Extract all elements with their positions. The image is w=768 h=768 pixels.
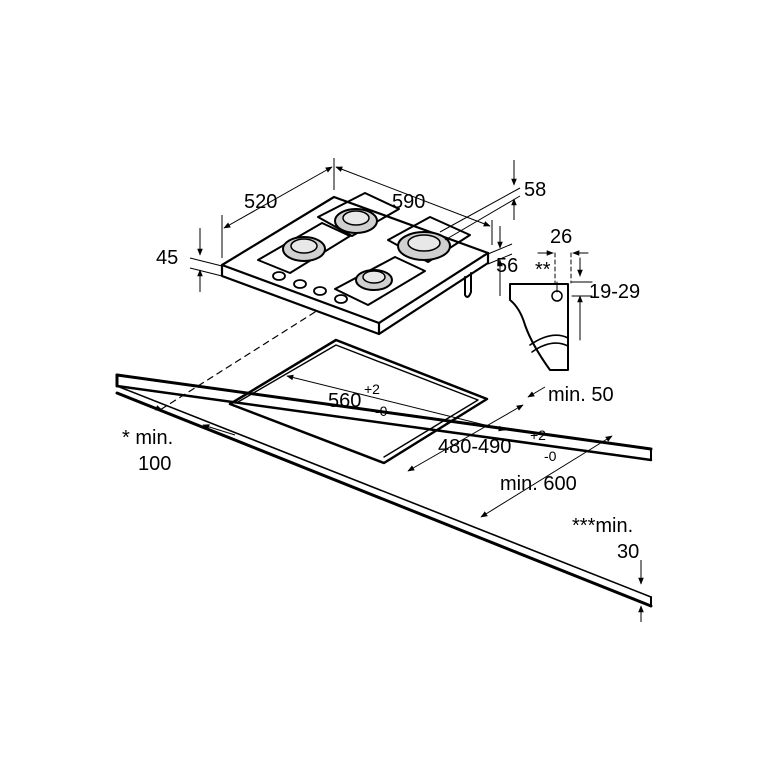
burner-rear-left — [282, 236, 326, 262]
cutout-width-value: 560 — [328, 390, 361, 412]
label-cutout-width: 560 +2 -0 — [328, 381, 388, 419]
label-min-rear: min. 50 — [548, 384, 614, 406]
control-knobs — [272, 271, 348, 304]
label-min-front-line1: ***min. — [572, 515, 633, 537]
label-min-side-line1: * min. — [122, 427, 173, 449]
label-min-side-line2: 100 — [138, 453, 171, 475]
gas-hob — [220, 192, 490, 336]
burner-rear-center — [334, 208, 378, 234]
label-hob-width: 590 — [392, 191, 425, 213]
label-height-rear: 56 — [496, 255, 518, 277]
cutout-width-tol-minus: -0 — [375, 403, 388, 419]
projection-line — [159, 311, 316, 411]
dimension-lines — [129, 158, 644, 622]
cutout-depth-tol-plus: +2 — [530, 427, 546, 443]
cutout-depth-value: 480-490 — [438, 436, 511, 458]
label-worktop-range: 19-29 — [589, 281, 640, 303]
label-cutout-depth: 480-490 +2 -0 — [438, 427, 557, 464]
cutout-width-tol-plus: +2 — [364, 381, 380, 397]
label-bracket-depth: 26 — [550, 226, 572, 248]
label-right-height: 58 — [524, 179, 546, 201]
label-height-total: 45 — [156, 247, 178, 269]
label-min-front-line2: 30 — [617, 541, 639, 563]
bracket-detail — [509, 250, 593, 371]
cutout-depth-tol-minus: -0 — [544, 448, 557, 464]
label-min-worktop: min. 600 — [500, 473, 577, 495]
burner-wok — [397, 231, 451, 261]
label-hob-depth: 520 — [244, 191, 277, 213]
burner-front — [355, 269, 393, 291]
label-double-star: ** — [535, 259, 551, 281]
